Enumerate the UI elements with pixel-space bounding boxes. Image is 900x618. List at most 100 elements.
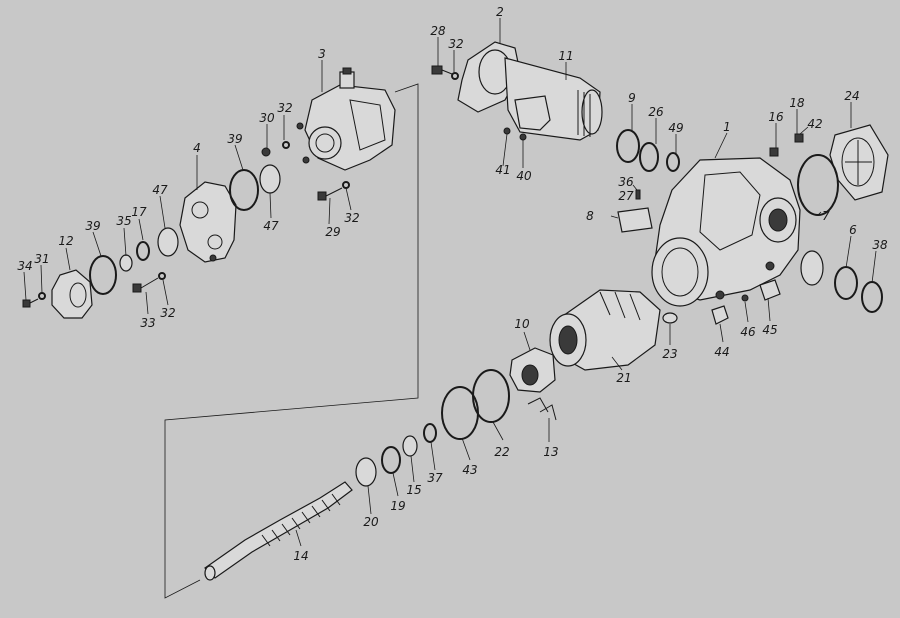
bolt-part-18 [794, 133, 804, 143]
ring-part-19 [381, 446, 401, 474]
label-1: 1 [723, 120, 731, 134]
leader-lines [23, 18, 877, 547]
bushing-part-7 [800, 250, 824, 286]
ring-part-6 [834, 266, 858, 300]
label-47-right: 47 [263, 219, 279, 233]
clip-part-13 [527, 397, 557, 421]
valve-body-part-3 [296, 67, 396, 171]
ring-part-7 [797, 154, 839, 216]
bolt-part-29 [317, 187, 343, 201]
label-9: 9 [628, 91, 636, 105]
screw-part-27 [635, 189, 641, 200]
label-43: 43 [462, 463, 477, 477]
bearing-part-47b [157, 227, 179, 257]
washer-part-20 [355, 457, 377, 487]
worm-shaft-part-14 [204, 481, 353, 581]
label-30: 30 [259, 111, 275, 125]
label-21: 21 [616, 371, 631, 385]
label-47-left: 47 [152, 183, 168, 197]
bolt-part-33 [132, 277, 159, 293]
rack-piston-part-21 [549, 289, 661, 371]
washer-part-32-30 [282, 141, 290, 149]
screw-part-30 [261, 147, 271, 157]
label-4: 4 [193, 141, 201, 155]
label-32-low: 32 [160, 306, 175, 320]
nut-part-35 [119, 254, 133, 272]
bolt-part-34 [22, 298, 39, 308]
label-33: 33 [140, 316, 155, 330]
label-2: 2 [496, 5, 504, 19]
label-39-left: 39 [85, 219, 100, 233]
ring-part-37 [423, 423, 437, 443]
washer-part-31 [38, 292, 46, 300]
label-31: 31 [34, 252, 49, 266]
label-14: 14 [293, 549, 308, 563]
cap-part-12 [51, 269, 93, 319]
label-39-top: 39 [227, 132, 242, 146]
label-32-mid: 32 [344, 211, 359, 225]
bearing-part-47a [259, 164, 281, 194]
label-24: 24 [844, 89, 859, 103]
bolt-part-16 [769, 147, 779, 157]
label-26: 26 [648, 105, 664, 119]
label-32-top: 32 [448, 37, 463, 51]
label-27: 27 [618, 189, 634, 203]
washer-part-32-low [158, 272, 166, 280]
label-38: 38 [872, 238, 888, 252]
plug-part-23 [662, 312, 678, 324]
ball-part-46 [741, 294, 749, 302]
label-7: 7 [822, 209, 830, 223]
label-41: 41 [495, 163, 510, 177]
ring-part-43 [441, 386, 479, 440]
label-8: 8 [586, 209, 594, 223]
plate-part-8 [617, 207, 653, 233]
cover-plate-part-24 [829, 124, 889, 201]
label-37: 37 [427, 471, 443, 485]
label-36: 36 [618, 175, 634, 189]
label-46: 46 [740, 325, 756, 339]
bolt-part-28 [431, 65, 453, 75]
label-3: 3 [318, 47, 326, 61]
label-6: 6 [849, 223, 857, 237]
bearing-part-15 [402, 435, 418, 457]
label-17: 17 [131, 205, 147, 219]
label-20: 20 [363, 515, 379, 529]
label-13: 13 [543, 445, 558, 459]
ring-part-38 [861, 281, 883, 313]
label-49: 49 [668, 121, 683, 135]
label-12: 12 [58, 234, 73, 248]
label-40: 40 [516, 169, 532, 183]
ring-part-49 [666, 152, 680, 172]
ring-part-9 [616, 129, 640, 163]
pump-cover-part-4 [179, 181, 237, 263]
ring-part-17 [136, 241, 150, 261]
label-19: 19 [390, 499, 405, 513]
column-tube-part-11 [457, 41, 603, 141]
label-45: 45 [762, 323, 777, 337]
ring-part-26 [639, 142, 659, 172]
housing-part-1 [651, 157, 801, 307]
label-35: 35 [116, 214, 131, 228]
washer-part-32-top [451, 72, 459, 80]
label-44: 44 [714, 345, 729, 359]
label-18: 18 [789, 96, 805, 110]
label-22: 22 [494, 445, 509, 459]
label-34: 34 [17, 259, 32, 273]
plug-part-44 [711, 305, 729, 325]
assembly-guide-line [164, 83, 419, 599]
label-10: 10 [514, 317, 530, 331]
label-11: 11 [558, 49, 573, 63]
plug-part-45 [759, 279, 781, 301]
label-29: 29 [325, 225, 340, 239]
label-28: 28 [430, 24, 446, 38]
nut-part-10 [509, 347, 556, 393]
label-23: 23 [662, 347, 677, 361]
label-16: 16 [768, 110, 784, 124]
label-42: 42 [807, 117, 822, 131]
washer-part-32-mid [342, 181, 350, 189]
ring-part-39a [229, 169, 259, 211]
label-32-30: 32 [277, 101, 292, 115]
label-15: 15 [406, 483, 421, 497]
